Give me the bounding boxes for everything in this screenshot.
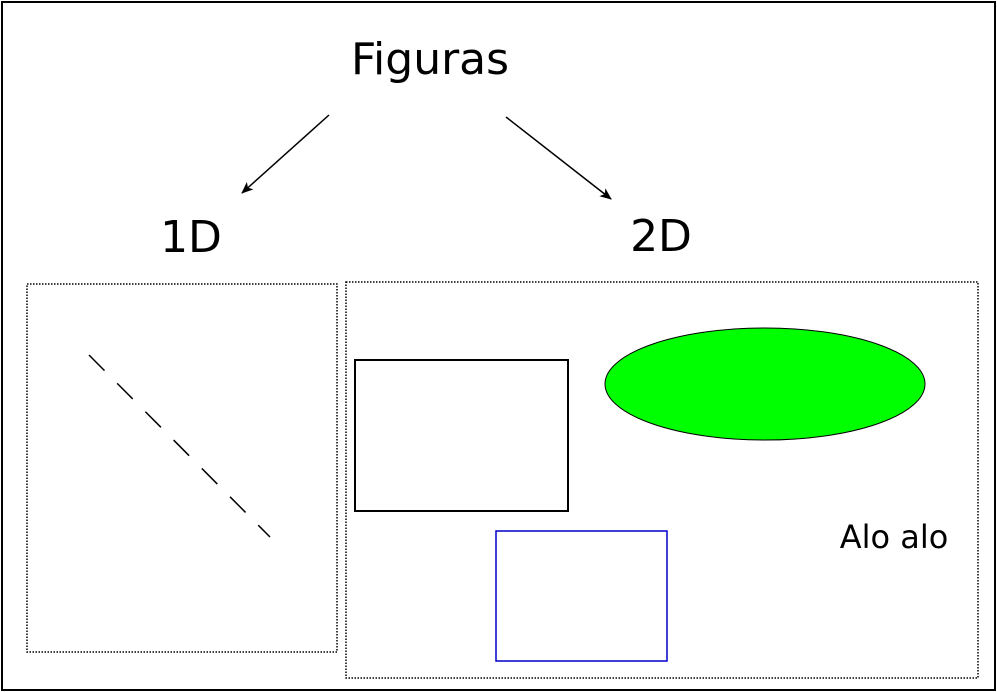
category-label-2d: 2D bbox=[630, 211, 692, 262]
diagram-title: Figuras bbox=[351, 34, 509, 85]
green-ellipse-shape bbox=[604, 327, 926, 441]
dashed-line-shape bbox=[88, 354, 271, 538]
annotation-text: Alo alo bbox=[840, 518, 949, 556]
arrow-to-2d bbox=[505, 116, 612, 200]
blue-rectangle-shape bbox=[495, 530, 668, 662]
black-rectangle-shape bbox=[354, 359, 569, 512]
container-2d bbox=[345, 281, 979, 679]
container-1d bbox=[26, 283, 338, 653]
category-label-1d: 1D bbox=[160, 212, 222, 263]
arrow-to-1d bbox=[241, 114, 330, 194]
